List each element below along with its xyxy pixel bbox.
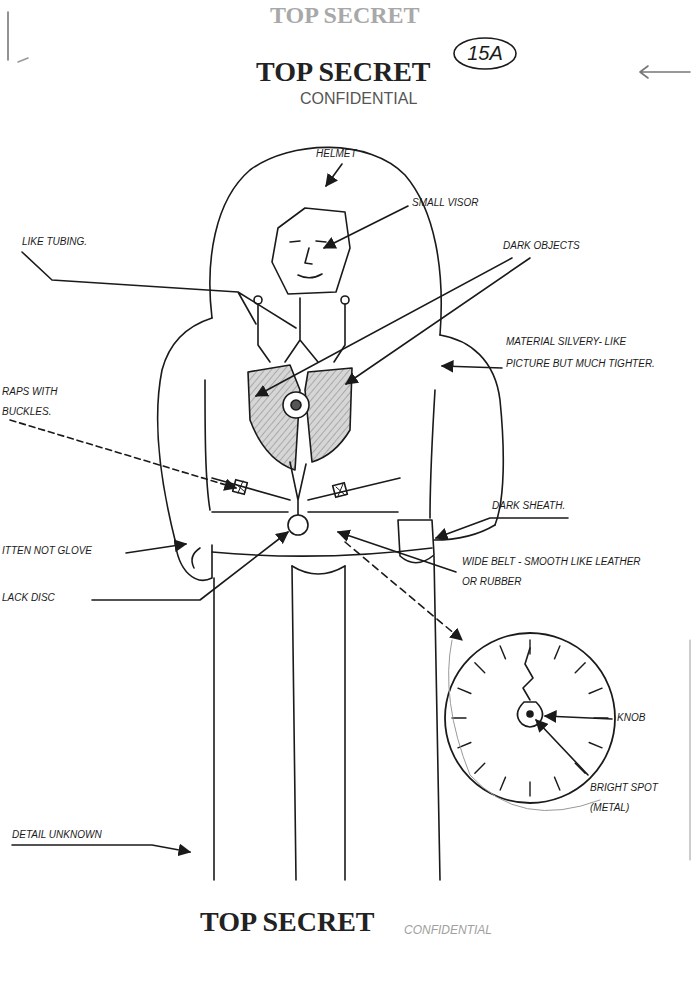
tubing	[285, 298, 318, 362]
callout-label: HELMET	[316, 148, 396, 160]
stamp: CONFIDENTIAL	[300, 90, 470, 108]
chest-disc	[291, 400, 301, 410]
callout-ellipse: 15A	[452, 36, 518, 71]
leader-line	[442, 366, 502, 368]
inset-outline	[449, 640, 600, 811]
callout-label: KNOB	[617, 712, 677, 724]
callout-label: SMALL VISOR	[412, 197, 512, 209]
dial	[445, 633, 615, 803]
tubing	[258, 304, 270, 362]
dark-sheath	[398, 520, 434, 563]
leg	[434, 556, 440, 880]
leg	[292, 566, 345, 574]
stamp: TOP SECRET	[270, 2, 470, 30]
callout-label: DETAIL UNKNOWN	[12, 829, 162, 841]
dial-tick	[500, 646, 505, 659]
leader-line	[92, 532, 288, 600]
dial-tick	[575, 763, 585, 773]
leader-line	[346, 258, 530, 384]
dial-tick	[458, 688, 471, 693]
visor	[272, 208, 350, 294]
left-arm	[205, 380, 210, 510]
right-arm	[440, 335, 503, 525]
dial-tick	[589, 688, 602, 693]
dial-tick	[452, 717, 466, 718]
leader-line	[12, 845, 190, 852]
dial-needle	[523, 648, 533, 700]
face	[305, 248, 312, 264]
right-arm	[430, 390, 435, 518]
strap	[308, 478, 400, 500]
margin-mark	[18, 58, 28, 62]
stamp: CONFIDENTIAL	[404, 924, 524, 938]
dark-object	[305, 368, 352, 462]
belt	[212, 511, 398, 513]
leader-line	[22, 252, 296, 328]
callout-label: BRIGHT SPOT (METAL)	[590, 778, 675, 818]
stamp: TOP SECRET	[200, 906, 420, 938]
leader-line	[10, 420, 236, 488]
face	[290, 241, 326, 242]
dial-tick	[529, 782, 530, 796]
callout-label: WIDE BELT - SMOOTH LIKE LEATHER OR RUBBE…	[462, 552, 652, 592]
callout-label: MATERIAL SILVERY- LIKE PICTURE BUT MUCH …	[506, 331, 661, 375]
leg	[344, 566, 346, 880]
helmet	[210, 147, 441, 335]
leader-line	[345, 542, 462, 640]
buckle	[336, 484, 345, 496]
dial-tick	[475, 763, 485, 773]
margin-mark	[7, 12, 9, 60]
callout-label: DARK SHEATH.	[492, 500, 592, 512]
left-arm	[158, 318, 212, 540]
buckle	[333, 483, 348, 498]
callout-label: RAPS WITH BUCKLES.	[2, 382, 68, 422]
leader-line	[126, 544, 186, 553]
callout-number: 15A	[452, 42, 518, 65]
dial-tick	[500, 777, 505, 790]
bright-spot	[527, 711, 533, 717]
buckle	[236, 481, 245, 493]
leader-line	[545, 716, 612, 719]
mitten	[192, 548, 200, 568]
inset-outline	[690, 640, 691, 860]
callout-label: DARK OBJECTS	[503, 240, 613, 252]
tubing-end	[341, 296, 349, 304]
dial-tick	[475, 663, 485, 673]
dial-tick	[554, 777, 559, 790]
leader-line	[256, 258, 512, 396]
dial-tick	[589, 742, 602, 747]
leg	[292, 566, 296, 880]
leader-line	[326, 164, 342, 186]
leg	[213, 578, 215, 880]
black-disc	[288, 515, 308, 535]
dial-tick	[554, 646, 559, 659]
callout-label: ITTEN NOT GLOVE	[2, 545, 127, 557]
strap	[212, 478, 290, 500]
margin-mark	[640, 66, 690, 78]
leader-line	[436, 518, 568, 538]
callout-label: LIKE TUBING.	[22, 236, 132, 248]
mitten	[175, 540, 212, 580]
callout-label: LACK DISC	[2, 592, 92, 604]
tubing	[290, 462, 306, 515]
leader-line	[536, 720, 588, 775]
face	[298, 274, 322, 278]
leader-line	[324, 206, 408, 248]
chest-disc	[283, 392, 309, 418]
stamp: TOP SECRET	[256, 56, 476, 88]
dial-tick	[575, 663, 585, 673]
